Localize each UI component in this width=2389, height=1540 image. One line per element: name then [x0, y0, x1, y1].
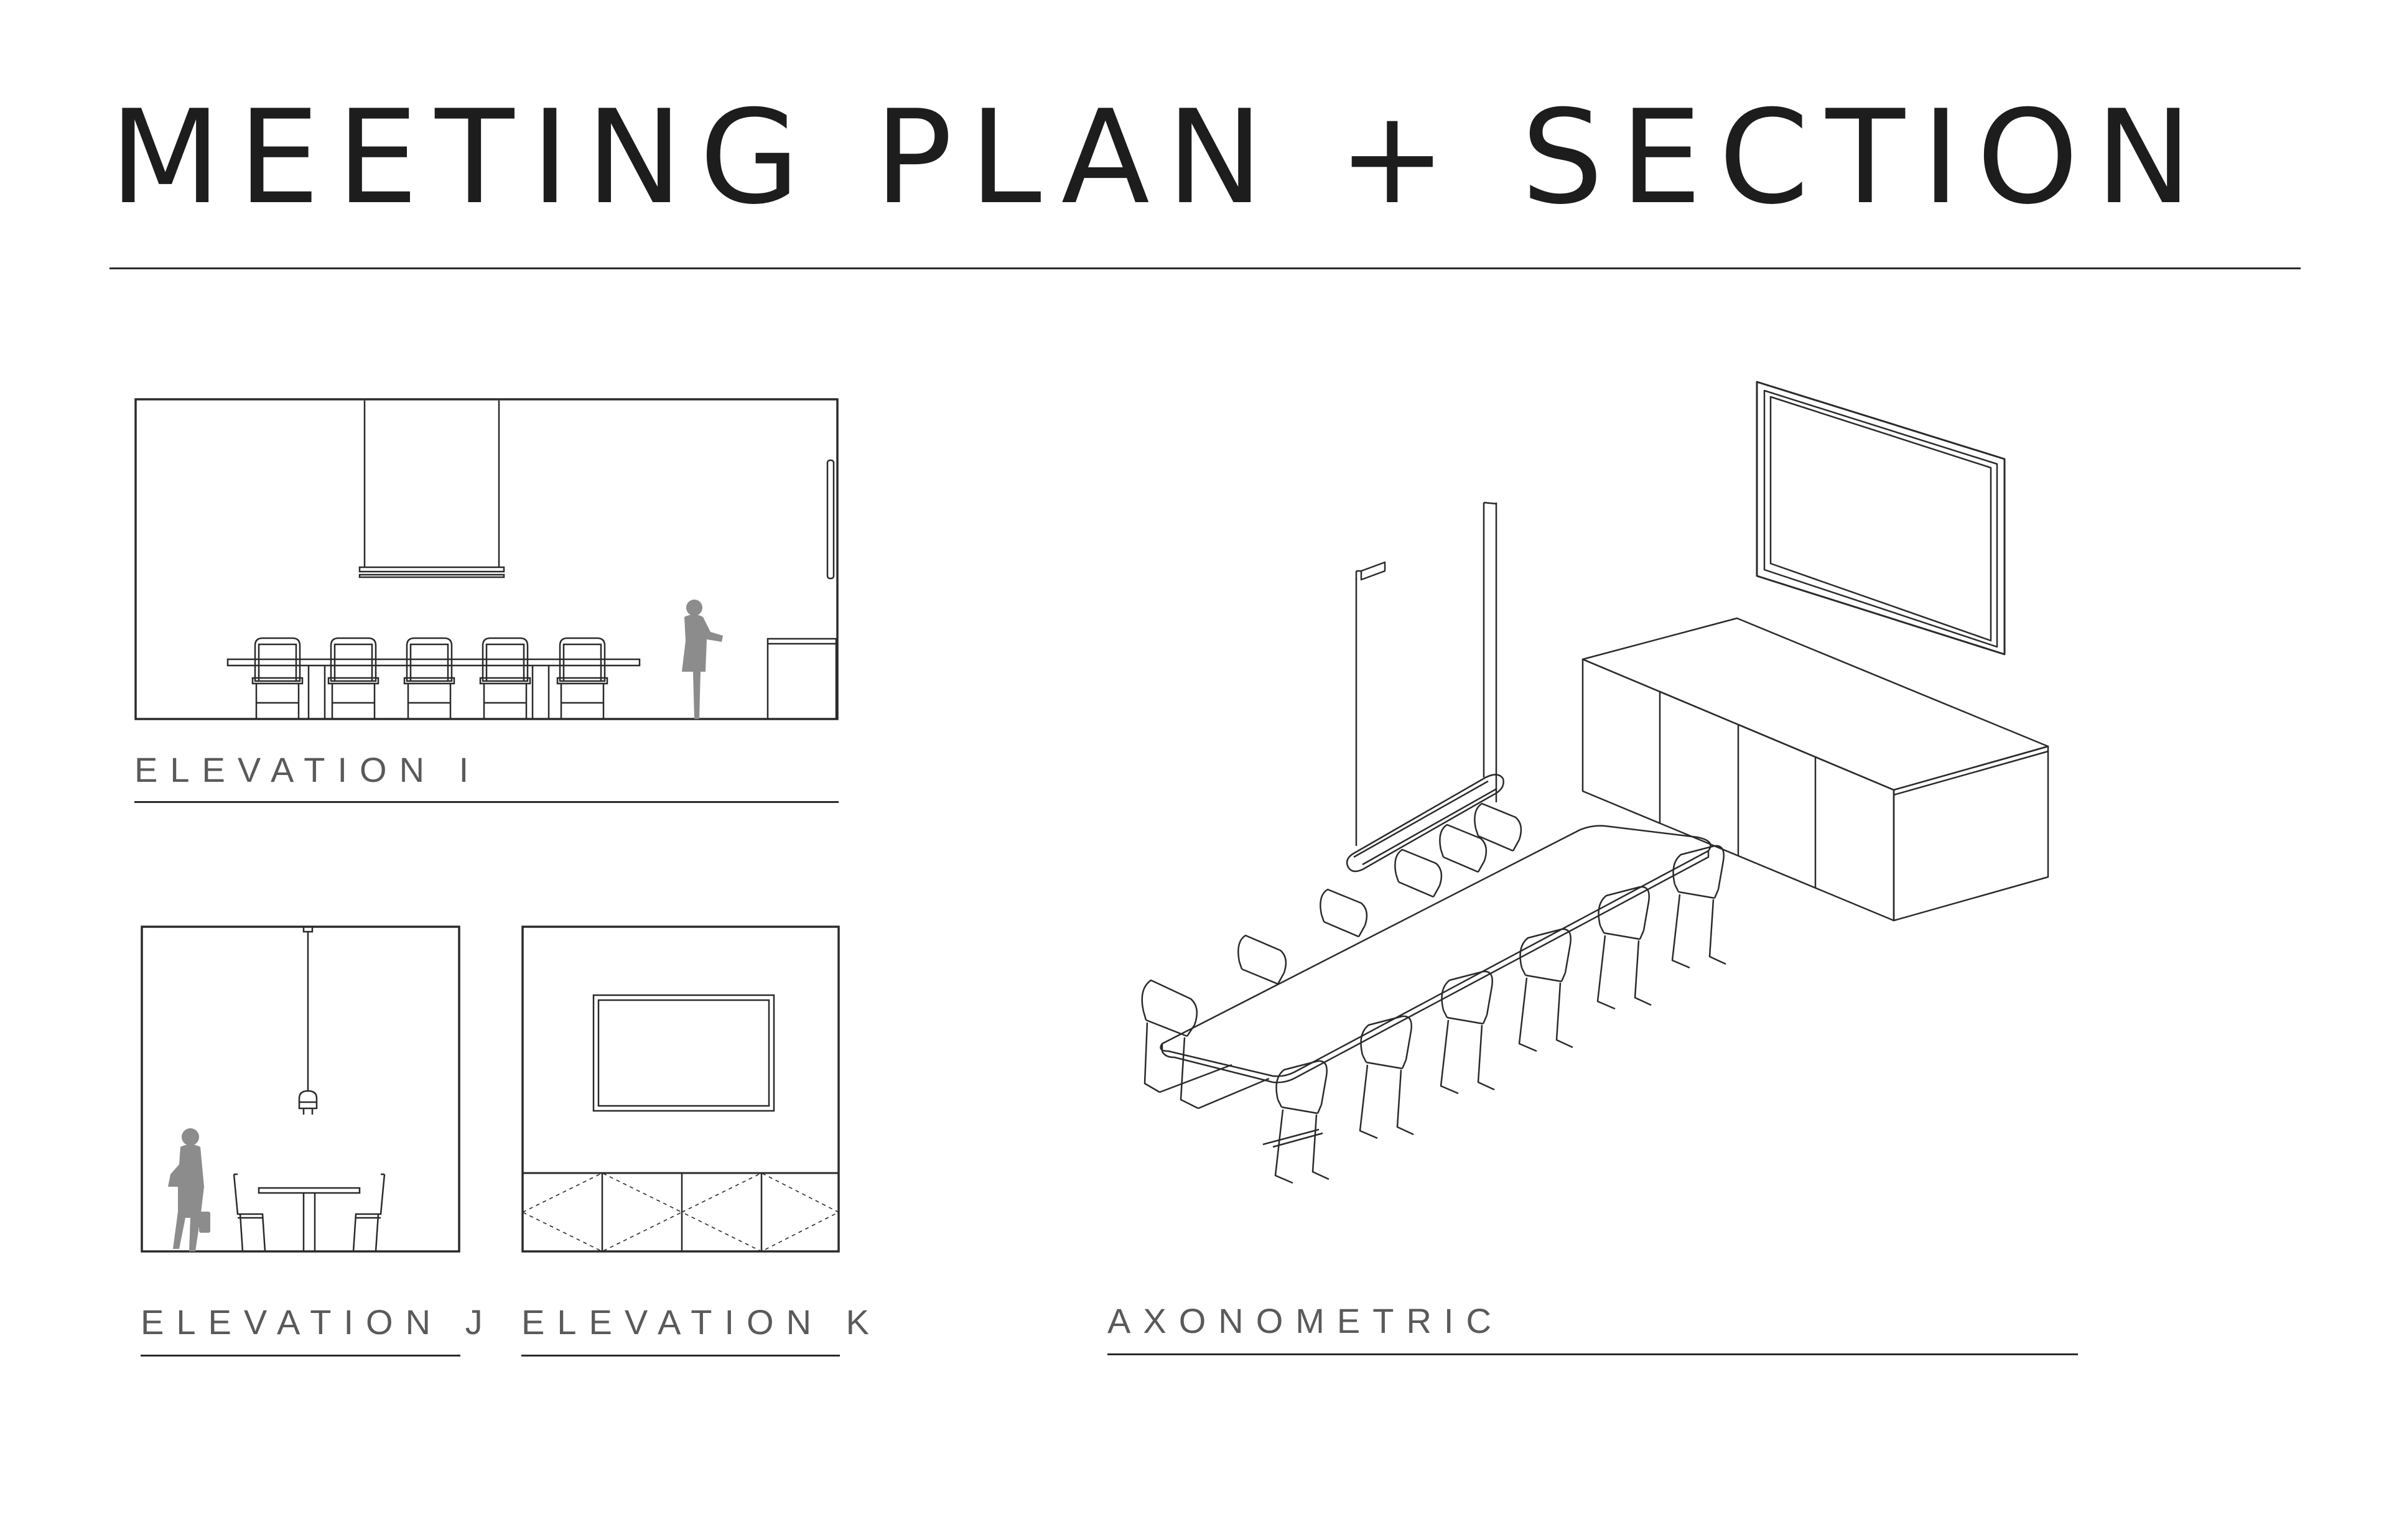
axonometric-drawing [1107, 373, 2078, 1219]
elevation-j-rule [141, 1355, 460, 1357]
chair-far-6 [1474, 802, 1522, 852]
conference-table [1160, 825, 1711, 1083]
axonometric-rule [1107, 1353, 2078, 1355]
chair-far-3 [1320, 888, 1368, 938]
elevation-j-label: ELEVATION J [141, 1302, 495, 1342]
chair-near-5 [1596, 886, 1652, 1010]
elevation-k-rule [521, 1355, 840, 1357]
elevation-i-drawing [134, 398, 839, 723]
sheet-title: MEETING PLAN + SECTION [109, 83, 2209, 233]
chair-far-4 [1394, 848, 1443, 898]
person-figure-icon [168, 1128, 210, 1251]
elevation-i-rule [134, 801, 839, 803]
elevation-j-drawing [141, 925, 460, 1254]
elevation-k-drawing [521, 925, 840, 1254]
chair-near-1 [1262, 1060, 1330, 1184]
chair-far-2 [1237, 934, 1287, 985]
chair-near-6 [1671, 845, 1726, 969]
credenza [1581, 617, 2049, 922]
chair-near-2 [1359, 1015, 1414, 1139]
person-figure-icon [682, 600, 723, 719]
elevation-k-label: ELEVATION K [521, 1302, 882, 1342]
axonometric-label: AXONOMETRIC [1107, 1301, 1504, 1340]
chair-near-4 [1518, 928, 1573, 1052]
chair-far-1 [1141, 979, 1270, 1110]
chair-far-5 [1439, 823, 1488, 873]
elevation-i-label: ELEVATION I [134, 750, 482, 789]
chair-near-3 [1440, 970, 1495, 1095]
title-rule [109, 267, 2301, 269]
